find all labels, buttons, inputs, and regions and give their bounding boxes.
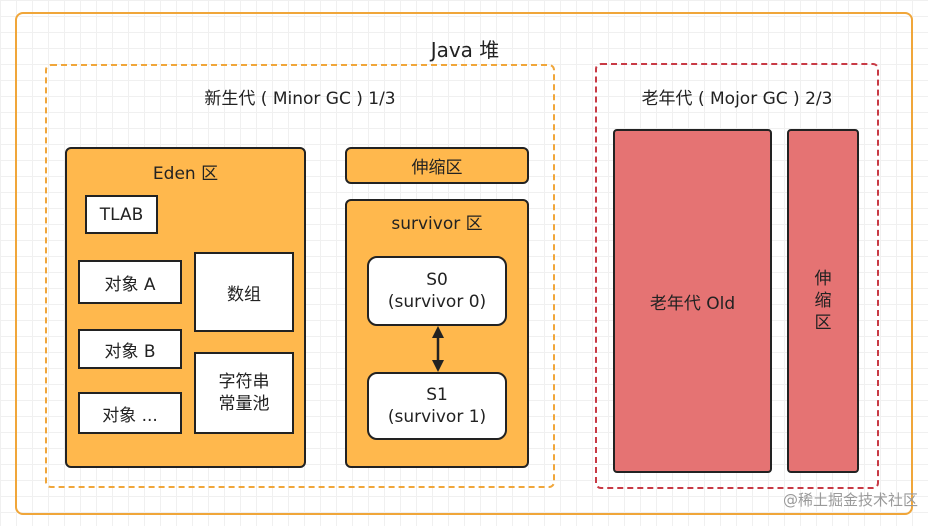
java-heap-title: Java 堆 [430, 37, 500, 62]
string-constant-pool-box: 字符串 常量池 [194, 352, 294, 434]
eden-title: Eden 区 [152, 163, 219, 184]
java-heap-container [15, 12, 913, 515]
young-stretch-area: 伸缩区 [345, 147, 529, 184]
young-generation-container [45, 64, 555, 488]
object-a-box: 对象 A [78, 260, 182, 304]
survivor-s0-box: S0 (survivor 0) [367, 256, 507, 326]
watermark: @稀土掘金技术社区 [782, 490, 918, 509]
old-generation-container [595, 63, 879, 489]
tlab-box: TLAB [85, 195, 158, 234]
survivor-title: survivor 区 [391, 213, 483, 234]
object-more-box: 对象 ... [78, 392, 182, 434]
young-generation-title: 新生代 ( Minor GC ) 1/3 [204, 88, 396, 109]
double-headed-arrow-icon [432, 326, 444, 372]
array-box: 数组 [194, 252, 294, 332]
old-area: 老年代 Old [613, 129, 772, 473]
object-b-box: 对象 B [78, 329, 182, 369]
old-generation-title: 老年代 ( Mojor GC ) 2/3 [641, 88, 833, 109]
survivor-s1-box: S1 (survivor 1) [367, 372, 507, 440]
old-stretch-area: 伸 缩 区 [787, 129, 859, 473]
